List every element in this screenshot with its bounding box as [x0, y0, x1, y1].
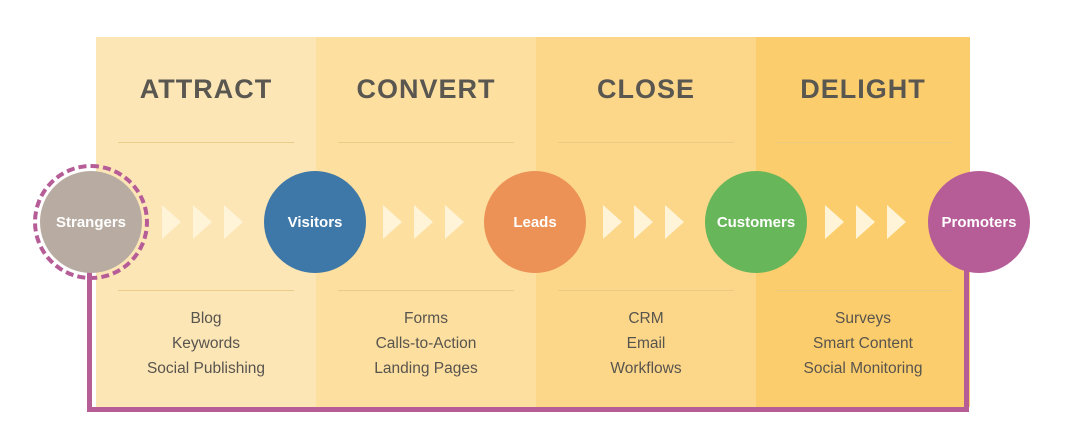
chevron-right-icon — [445, 205, 464, 239]
tactics-delight: Surveys Smart Content Social Monitoring — [753, 306, 973, 381]
tactic-item: Surveys — [835, 310, 891, 327]
divider — [558, 142, 734, 143]
chevron-right-icon — [193, 205, 212, 239]
divider — [118, 290, 294, 291]
tactics-convert: Forms Calls-to-Action Landing Pages — [316, 306, 536, 381]
tactic-item: Calls-to-Action — [375, 335, 477, 352]
tactic-item: Smart Content — [813, 335, 913, 352]
chevron-right-icon — [414, 205, 433, 239]
node-strangers: Strangers — [40, 171, 142, 273]
tactics-close: CRM Email Workflows — [536, 306, 756, 381]
divider — [776, 290, 952, 291]
strangers-dashed-ring — [33, 164, 149, 280]
divider — [118, 142, 294, 143]
stage-title-attract: ATTRACT — [139, 74, 273, 104]
divider — [338, 290, 514, 291]
stage-title-convert: CONVERT — [356, 74, 496, 104]
node-promoters: Promoters — [928, 171, 1030, 273]
tactic-item: Landing Pages — [374, 360, 478, 377]
chevron-right-icon — [603, 205, 622, 239]
tactic-item: Forms — [404, 310, 448, 327]
tactic-item: Keywords — [171, 335, 241, 352]
tactics-attract: Blog Keywords Social Publishing — [96, 306, 316, 381]
tactic-item: Email — [626, 335, 666, 352]
chevron-right-icon — [162, 205, 181, 239]
divider — [338, 142, 514, 143]
chevron-right-icon — [634, 205, 653, 239]
stage-title-delight: DELIGHT — [800, 74, 926, 104]
tactic-item: Social Publishing — [146, 360, 266, 377]
tactic-item: CRM — [628, 310, 664, 327]
divider — [776, 142, 952, 143]
chevron-right-icon — [825, 205, 844, 239]
tactic-item: Workflows — [610, 360, 682, 377]
tactic-item: Social Monitoring — [803, 360, 923, 377]
node-visitors: Visitors — [264, 171, 366, 273]
feedback-loop-line — [87, 270, 969, 412]
divider — [558, 290, 734, 291]
chevron-right-icon — [887, 205, 906, 239]
chevron-right-icon — [383, 205, 402, 239]
node-customers: Customers — [705, 171, 807, 273]
chevron-right-icon — [224, 205, 243, 239]
chevron-right-icon — [665, 205, 684, 239]
node-leads: Leads — [484, 171, 586, 273]
chevron-right-icon — [856, 205, 875, 239]
tactic-item: Blog — [190, 310, 222, 327]
stage-title-close: CLOSE — [596, 74, 695, 104]
